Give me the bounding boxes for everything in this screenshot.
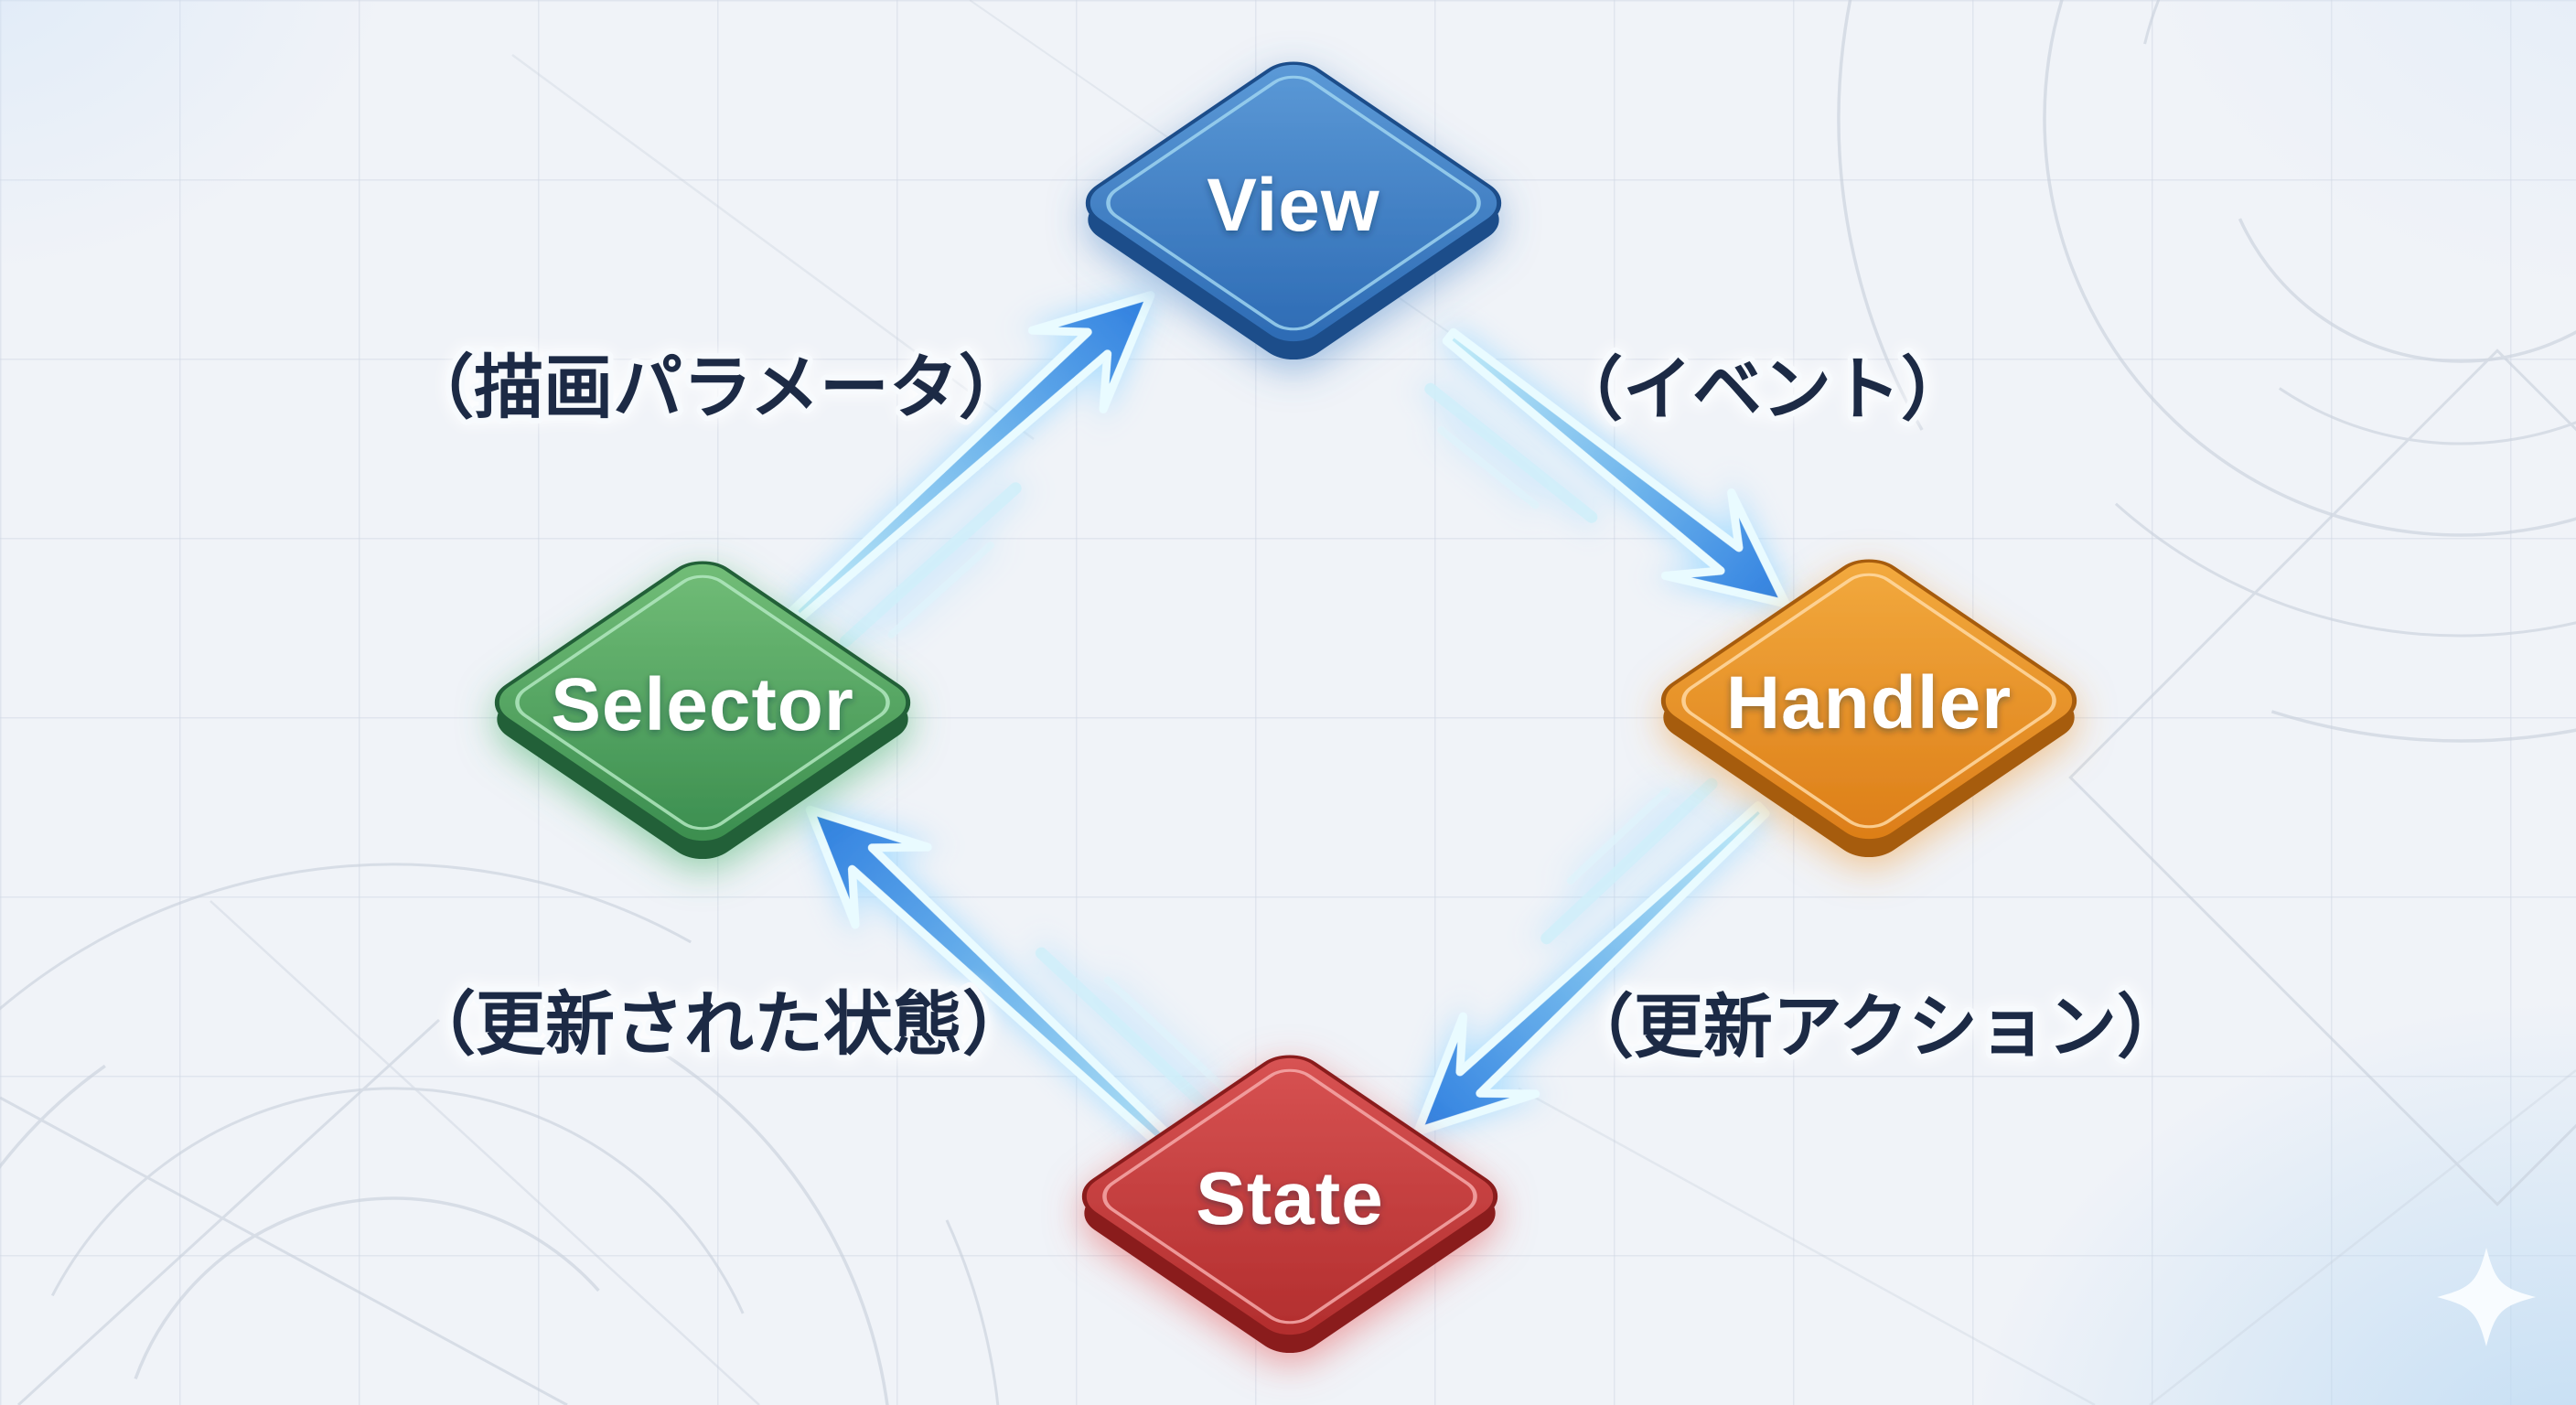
decor-arcs-bottom-left xyxy=(0,863,1004,1405)
edge-label-event: （イベント） xyxy=(1553,351,1970,429)
arrow-body xyxy=(805,805,1225,1197)
arrow-streak xyxy=(1566,787,1670,885)
arrow-body xyxy=(1442,327,1790,608)
edge-label-draw-params: （描画パラメータ） xyxy=(404,349,1028,427)
node-view: View xyxy=(1085,61,1502,360)
arrow-streak xyxy=(839,482,1022,648)
arrow-body xyxy=(1413,801,1770,1136)
node-handler: Handler xyxy=(1660,559,2077,858)
arrow-streak xyxy=(887,542,994,638)
arrow-selector-to-view xyxy=(788,291,1155,648)
node-handler-inner-line xyxy=(1681,573,2056,829)
node-view-inner-line xyxy=(1106,75,1481,331)
arrow-view-to-handler xyxy=(1424,327,1790,608)
arrow-streak xyxy=(1424,382,1598,523)
node-selector: Selector xyxy=(494,561,911,860)
edge-label-updated-state: （更新された状態） xyxy=(406,986,1032,1064)
node-state-face xyxy=(1081,1055,1498,1338)
sparkle-icon xyxy=(2437,1248,2536,1346)
edge-label-update-action: （更新アクション） xyxy=(1564,989,2186,1067)
arrow-state-to-selector xyxy=(805,805,1243,1197)
arrow-streak xyxy=(1437,426,1540,509)
arrow-body xyxy=(788,291,1155,623)
node-view-face xyxy=(1085,61,1502,345)
node-handler-label: Handler xyxy=(1726,661,2012,745)
node-selector-face xyxy=(494,561,911,844)
node-state-inner-line xyxy=(1102,1068,1477,1325)
arrow-handler-to-state xyxy=(1413,778,1770,1136)
node-state-label: State xyxy=(1196,1157,1384,1240)
arrow-streak xyxy=(1540,778,1718,945)
node-handler-face xyxy=(1660,559,2077,842)
node-state: State xyxy=(1081,1055,1498,1354)
arrow-streak xyxy=(1103,976,1226,1090)
node-selector-inner-line xyxy=(515,574,890,831)
node-selector-label: Selector xyxy=(551,663,854,746)
node-view-label: View xyxy=(1207,164,1379,247)
